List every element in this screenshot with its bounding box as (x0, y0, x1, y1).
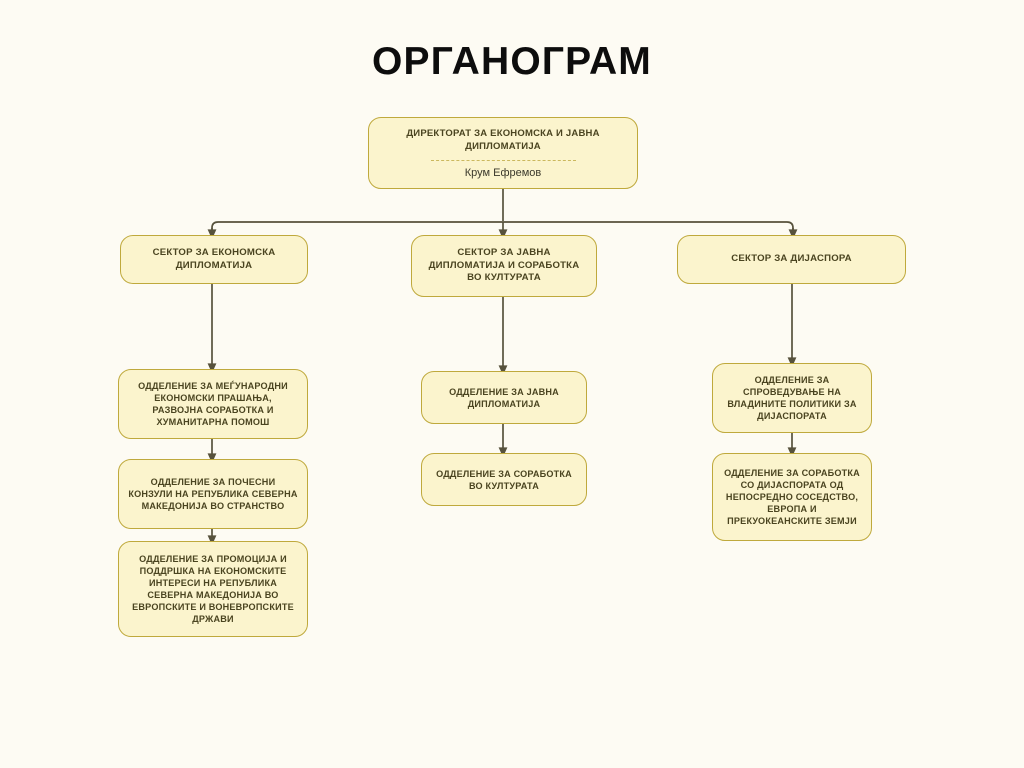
connector-bus (211, 221, 794, 233)
node-directorate[interactable]: ДИРЕКТОРАТ ЗА ЕКОНОМСКА И ЈАВНА ДИПЛОМАТ… (368, 117, 638, 189)
node-dept-cultural-cooperation-title: ОДДЕЛЕНИЕ ЗА СОРАБОТКА ВО КУЛТУРАТА (436, 468, 572, 491)
node-dept-cultural-cooperation[interactable]: ОДДЕЛЕНИЕ ЗА СОРАБОТКА ВО КУЛТУРАТА (421, 453, 587, 506)
node-sector-public-diplomacy-culture[interactable]: СЕКТОР ЗА ЈАВНА ДИПЛОМАТИЈА И СОРАБОТКА … (411, 235, 597, 297)
node-dept-public-diplomacy[interactable]: ОДДЕЛЕНИЕ ЗА ЈАВНА ДИПЛОМАТИЈА (421, 371, 587, 424)
node-dept-diaspora-cooperation-title: ОДДЕЛЕНИЕ ЗА СОРАБОТКА СО ДИЈАСПОРАТА ОД… (724, 468, 860, 526)
node-directorate-divider (430, 160, 576, 162)
node-dept-government-policies-diaspora[interactable]: ОДДЕЛЕНИЕ ЗА СПРОВЕДУВАЊЕ НА ВЛАДИНИТЕ П… (712, 363, 872, 433)
node-dept-honorary-consuls-title: ОДДЕЛЕНИЕ ЗА ПОЧЕСНИ КОНЗУЛИ НА РЕПУБЛИК… (128, 477, 298, 511)
node-dept-international-economic-affairs[interactable]: ОДДЕЛЕНИЕ ЗА МЕЃУНАРОДНИ ЕКОНОМСКИ ПРАША… (118, 369, 308, 439)
node-dept-public-diplomacy-title: ОДДЕЛЕНИЕ ЗА ЈАВНА ДИПЛОМАТИЈА (449, 386, 559, 409)
node-sector-public-diplomacy-culture-title: СЕКТОР ЗА ЈАВНА ДИПЛОМАТИЈА И СОРАБОТКА … (428, 247, 580, 284)
node-dept-diaspora-cooperation[interactable]: ОДДЕЛЕНИЕ ЗА СОРАБОТКА СО ДИЈАСПОРАТА ОД… (712, 453, 872, 541)
node-dept-honorary-consuls[interactable]: ОДДЕЛЕНИЕ ЗА ПОЧЕСНИ КОНЗУЛИ НА РЕПУБЛИК… (118, 459, 308, 529)
node-dept-promotion-economic-interests[interactable]: ОДДЕЛЕНИЕ ЗА ПРОМОЦИЈА И ПОДДРШКА НА ЕКО… (118, 541, 308, 637)
node-sector-diaspora-title: СЕКТОР ЗА ДИЈАСПОРА (731, 253, 852, 265)
node-sector-diaspora[interactable]: СЕКТОР ЗА ДИЈАСПОРА (677, 235, 906, 284)
node-dept-promotion-economic-interests-title: ОДДЕЛЕНИЕ ЗА ПРОМОЦИЈА И ПОДДРШКА НА ЕКО… (132, 554, 294, 624)
page-title: ОРГАНОГРАМ (371, 40, 652, 83)
node-directorate-title: ДИРЕКТОРАТ ЗА ЕКОНОМСКА И ЈАВНА ДИПЛОМАТ… (406, 128, 600, 152)
node-dept-government-policies-diaspora-title: ОДДЕЛЕНИЕ ЗА СПРОВЕДУВАЊЕ НА ВЛАДИНИТЕ П… (727, 375, 857, 421)
node-sector-economic-diplomacy-title: СЕКТОР ЗА ЕКОНОМСКА ДИПЛОМАТИЈА (152, 246, 276, 271)
node-directorate-person: Крум Ефремов (464, 167, 542, 180)
node-sector-economic-diplomacy[interactable]: СЕКТОР ЗА ЕКОНОМСКА ДИПЛОМАТИЈА (120, 235, 308, 284)
node-dept-international-economic-affairs-title: ОДДЕЛЕНИЕ ЗА МЕЃУНАРОДНИ ЕКОНОМСКИ ПРАША… (138, 381, 288, 427)
